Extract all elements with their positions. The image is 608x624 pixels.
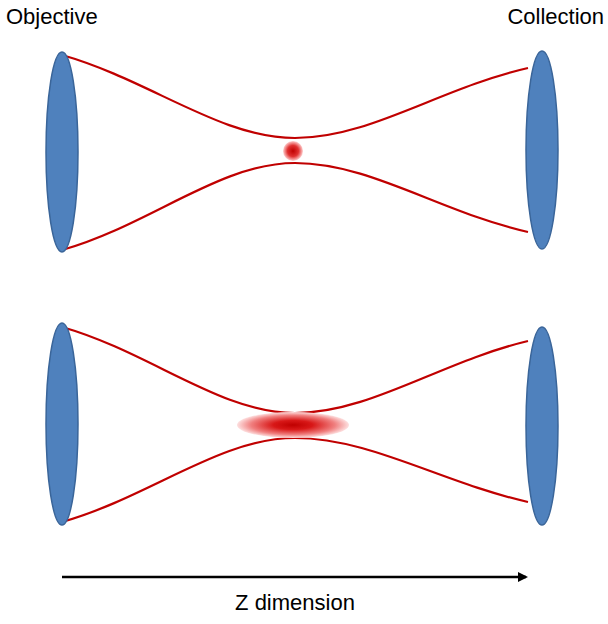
lens-label: Objective: [6, 4, 98, 30]
collection-lens: [526, 51, 558, 249]
lens-label: Collection: [507, 4, 604, 30]
focal-spot: [283, 141, 303, 161]
axis-arrow: [62, 576, 526, 579]
axis-label: Z dimension: [235, 590, 355, 616]
collection-lens: [526, 327, 558, 525]
beam-top-row: [62, 55, 528, 250]
objective-lens: [46, 52, 78, 252]
beam-bottom-row: [62, 327, 528, 522]
elongated-focal-spot: [237, 412, 349, 438]
objective-lens: [46, 323, 78, 525]
